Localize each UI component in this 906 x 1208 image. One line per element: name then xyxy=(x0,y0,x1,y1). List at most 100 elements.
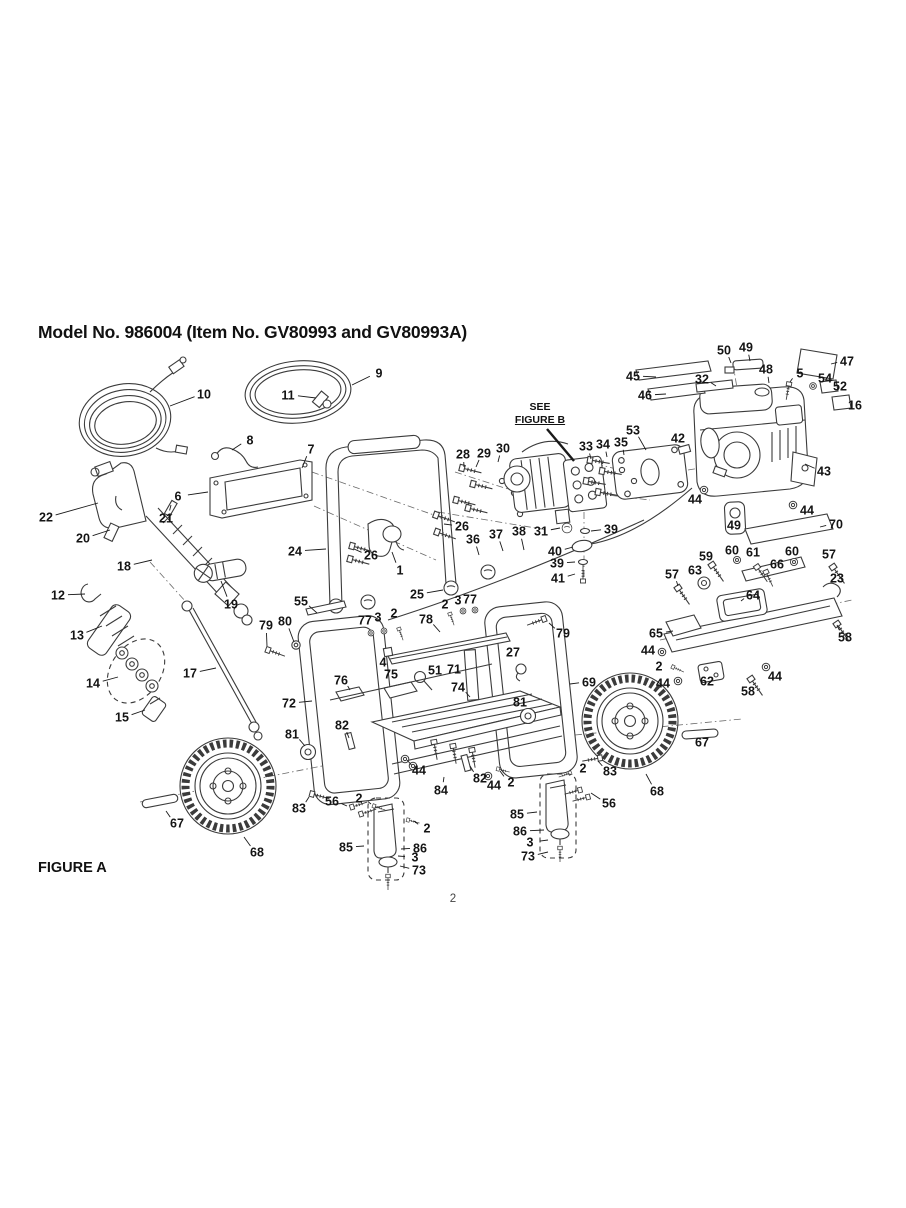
svg-text:55: 55 xyxy=(294,595,308,609)
svg-text:70: 70 xyxy=(829,518,843,532)
svg-text:25: 25 xyxy=(410,588,424,602)
svg-text:86: 86 xyxy=(413,842,427,856)
svg-text:30: 30 xyxy=(496,442,510,456)
svg-text:45: 45 xyxy=(626,370,640,384)
figure-caption: FIGURE A xyxy=(38,860,107,876)
svg-text:82: 82 xyxy=(335,719,349,733)
part-callout-44: 44 xyxy=(641,644,655,658)
svg-text:60: 60 xyxy=(725,544,739,558)
gun-holder-hook xyxy=(367,518,405,557)
part-callout-83: 83 xyxy=(597,760,617,779)
svg-text:13: 13 xyxy=(70,629,84,643)
part-callout-17: 17 xyxy=(183,667,217,681)
svg-text:66: 66 xyxy=(770,558,784,572)
svg-text:85: 85 xyxy=(339,841,353,855)
svg-text:2: 2 xyxy=(356,792,363,806)
fastener-bolt xyxy=(433,527,458,543)
part-callout-64: 64 xyxy=(740,589,760,603)
svg-text:57: 57 xyxy=(665,568,679,582)
nozzle-coupler xyxy=(141,696,167,722)
see-note-line1: SEE xyxy=(529,401,551,413)
part-callout-62: 62 xyxy=(700,675,714,689)
gun-barrel xyxy=(145,507,253,626)
part-callout-78: 78 xyxy=(419,613,441,633)
part-callout-44: 44 xyxy=(656,677,670,691)
garden-hose-loop xyxy=(244,360,352,424)
svg-text:31: 31 xyxy=(534,525,548,539)
part-callout-12: 12 xyxy=(51,589,86,603)
page-number: 2 xyxy=(449,893,457,905)
part-callout-2: 2 xyxy=(656,660,663,674)
part-callout-40: 40 xyxy=(548,545,574,559)
part-callout-81: 81 xyxy=(513,696,527,710)
part-callout-3: 3 xyxy=(455,594,462,608)
part-callout-2: 2 xyxy=(499,770,515,790)
part-callout-2: 2 xyxy=(580,762,587,776)
svg-text:77: 77 xyxy=(358,614,372,628)
svg-text:65: 65 xyxy=(649,627,663,641)
part-callout-29: 29 xyxy=(475,447,491,468)
air-cleaner xyxy=(774,404,804,426)
plate-bolts xyxy=(582,455,638,500)
svg-text:9: 9 xyxy=(376,367,383,381)
part-callout-20: 20 xyxy=(76,529,111,546)
foam-grip xyxy=(347,434,421,455)
svg-text:4: 4 xyxy=(380,656,387,670)
svg-text:60: 60 xyxy=(785,545,799,559)
svg-text:50: 50 xyxy=(717,344,731,358)
part-callout-36: 36 xyxy=(466,533,480,556)
svg-text:67: 67 xyxy=(695,736,709,750)
svg-text:82: 82 xyxy=(473,772,487,786)
part-callout-68: 68 xyxy=(243,836,264,860)
svg-text:74: 74 xyxy=(451,681,465,695)
svg-text:67: 67 xyxy=(170,817,184,831)
axle-pin-left xyxy=(141,793,179,809)
part-callout-26: 26 xyxy=(443,520,469,534)
svg-text:40: 40 xyxy=(548,545,562,559)
key-pin xyxy=(677,443,692,455)
part-callout-58: 58 xyxy=(836,624,852,645)
svg-text:3: 3 xyxy=(375,611,382,625)
part-callout-22: 22 xyxy=(39,502,99,525)
lower-bracket xyxy=(697,660,725,684)
part-callout-28: 28 xyxy=(456,448,470,468)
part-callout-38: 38 xyxy=(512,525,526,551)
part-callout-2: 2 xyxy=(413,820,431,836)
part-callout-60: 60 xyxy=(785,545,799,559)
svg-text:19: 19 xyxy=(224,598,238,612)
part-callout-2: 2 xyxy=(356,792,372,806)
part-callout-33: 33 xyxy=(579,440,593,460)
svg-text:16: 16 xyxy=(848,399,862,413)
pump-plug xyxy=(561,522,573,534)
decal-labels xyxy=(635,348,852,545)
part-callout-23: 23 xyxy=(830,572,844,586)
svg-text:37: 37 xyxy=(489,528,503,542)
part-callout-56: 56 xyxy=(590,792,616,811)
part-callout-57: 57 xyxy=(665,568,679,587)
svg-text:81: 81 xyxy=(285,728,299,742)
svg-text:17: 17 xyxy=(183,667,197,681)
part-callout-83: 83 xyxy=(292,796,310,816)
spray-wand xyxy=(181,600,263,741)
side-panel-plate xyxy=(209,459,313,519)
part-callout-24: 24 xyxy=(288,545,327,559)
wheel-left xyxy=(179,737,277,835)
part-callout-68: 68 xyxy=(645,773,664,799)
svg-text:1: 1 xyxy=(397,564,404,578)
fastener-nut xyxy=(809,382,817,390)
part-callout-82: 82 xyxy=(335,719,350,739)
part-callout-79: 79 xyxy=(259,619,273,647)
part-callout-67: 67 xyxy=(695,736,709,750)
svg-text:26: 26 xyxy=(364,549,378,563)
svg-text:54: 54 xyxy=(818,372,832,386)
svg-text:3: 3 xyxy=(527,836,534,850)
svg-text:39: 39 xyxy=(604,523,618,537)
svg-text:2: 2 xyxy=(580,762,587,776)
part-callout-14: 14 xyxy=(86,677,119,691)
svg-text:32: 32 xyxy=(695,373,709,387)
part-callout-77: 77 xyxy=(358,614,372,628)
svg-text:58: 58 xyxy=(838,631,852,645)
part-callout-56: 56 xyxy=(325,795,348,809)
